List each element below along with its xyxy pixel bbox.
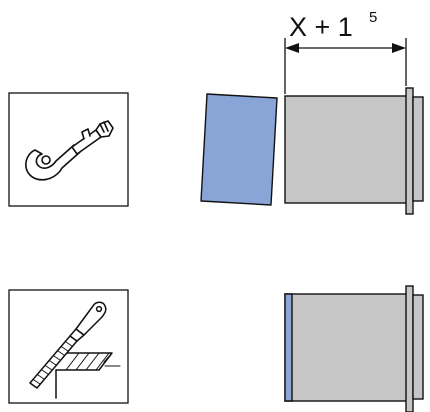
pipe-step-1 (284, 87, 424, 215)
dimension-arrow-left (285, 43, 299, 53)
dimension-marker (284, 38, 407, 94)
pipe-body-deburred (284, 293, 408, 402)
pipe-cutter-icon (25, 120, 114, 181)
file-teeth (33, 341, 73, 385)
step-2-tool-box (8, 289, 129, 404)
pipe-flange (405, 87, 414, 215)
dimension-label-superscript: 5 (369, 9, 377, 26)
pipe-flange-2 (405, 285, 414, 412)
dimension-arrow-right (392, 43, 406, 53)
pipe-collar (412, 96, 424, 202)
cut-off-pipe-piece (200, 93, 278, 206)
step-1-tool-box (8, 92, 129, 207)
dimension-label: X + 1 (289, 12, 353, 42)
hatch-lines (65, 352, 121, 371)
pipe-chamfer (284, 293, 293, 402)
pipe-body (284, 95, 408, 204)
pipe-step-2 (284, 285, 424, 412)
pipe-collar-2 (412, 294, 424, 400)
deburring-file-icon (29, 301, 121, 399)
